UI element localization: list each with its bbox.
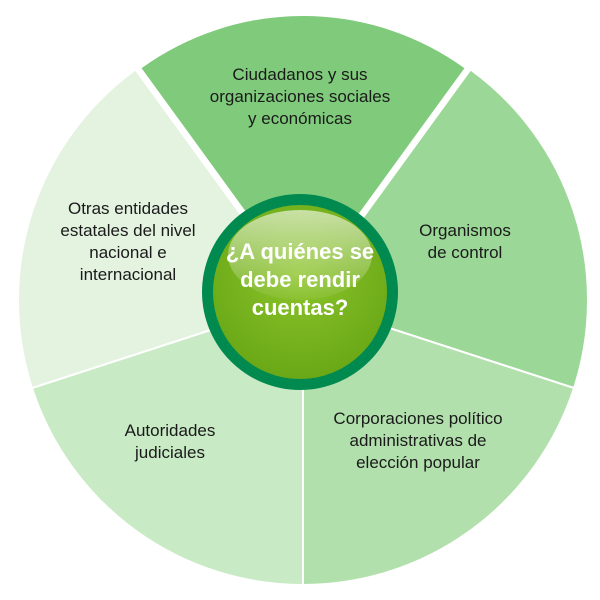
segment-corporaciones bbox=[302, 298, 576, 587]
segment-label-otras: Otras entidades estatales del nivel naci… bbox=[60, 199, 196, 284]
segment-label-ciudadanos: Ciudadanos y sus organizaciones sociales… bbox=[209, 65, 391, 128]
segment-label-autoridades: Autoridades judiciales bbox=[124, 421, 216, 462]
segment-autoridades bbox=[30, 298, 304, 587]
segment-label-organismos: Organismos de control bbox=[419, 221, 511, 262]
segment-label-corporaciones: Corporaciones político administrativas d… bbox=[333, 409, 503, 472]
center-title: ¿A quiénes se debe rendir cuentas? bbox=[225, 239, 375, 320]
segment-ciudadanos bbox=[138, 13, 468, 294]
center-gloss bbox=[228, 210, 372, 300]
